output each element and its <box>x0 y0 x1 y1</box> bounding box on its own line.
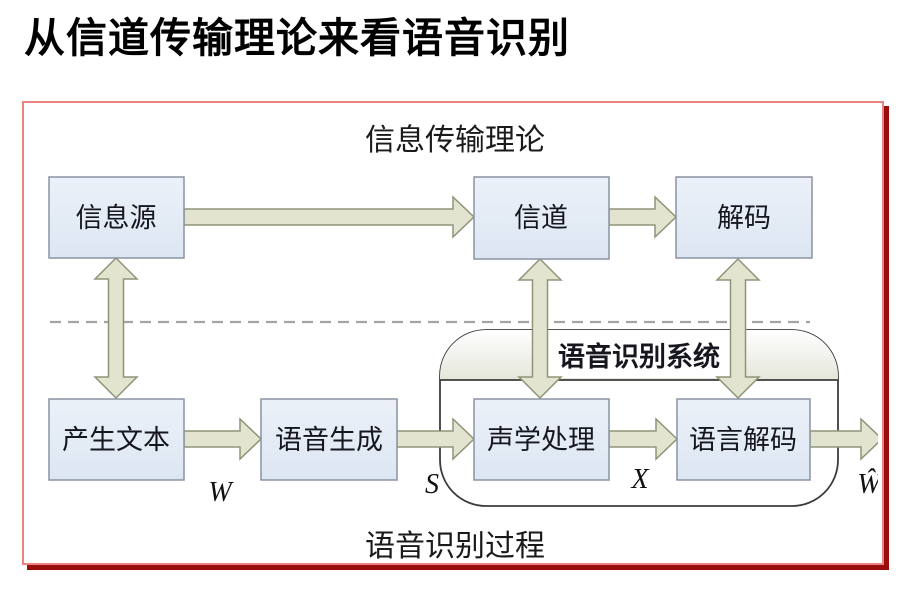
box-lang-decode: 语言解码 <box>676 398 811 481</box>
srs-label-background <box>548 332 730 378</box>
box-acoustic-label: 声学处理 <box>487 425 595 455</box>
box-gen-text: 产生文本 <box>48 398 185 481</box>
arrow-channel-to-decode <box>608 195 678 239</box>
arrow-decode-langdecode-vertical <box>715 257 761 400</box>
box-channel-label: 信道 <box>514 203 568 233</box>
signal-x-label: X <box>630 464 649 495</box>
box-decode: 解码 <box>675 176 813 259</box>
signal-w-label: W <box>208 477 234 508</box>
box-lang-decode-rect <box>676 398 811 481</box>
srs-label: 语音识别系统 <box>558 341 720 372</box>
arrow-source-to-channel <box>183 195 476 239</box>
box-decode-label: 解码 <box>717 203 771 233</box>
arrow-channel-acoustic-vertical <box>517 257 563 400</box>
box-info-source-rect <box>48 176 185 259</box>
arrow-acoustic-to-langdecode <box>608 417 679 461</box>
box-channel-rect <box>473 176 610 260</box>
signal-w-hat-label: Ŵ <box>857 469 878 500</box>
box-info-source: 信息源 <box>48 176 185 259</box>
arrow-source-gentext-vertical <box>93 256 139 400</box>
diagram-frame: 信息传输理论 语音识别系统 <box>22 101 884 565</box>
box-lang-decode-label: 语言解码 <box>689 425 797 455</box>
box-channel: 信道 <box>473 176 610 260</box>
box-speech-gen-rect <box>260 398 398 481</box>
box-gen-text-rect <box>48 398 185 481</box>
box-info-source-label: 信息源 <box>76 203 157 233</box>
top-section-label: 信息传输理论 <box>365 124 545 157</box>
box-speech-gen: 语音生成 <box>260 398 398 481</box>
page-title: 从信道传输理论来看语音识别 <box>24 15 570 61</box>
arrow-speechgen-to-acoustic <box>396 417 476 461</box>
arrow-text-to-speechgen <box>183 417 263 461</box>
box-speech-gen-label: 语音生成 <box>275 425 383 455</box>
arrow-langdecode-output <box>809 417 878 461</box>
bottom-section-label: 语音识别过程 <box>365 530 545 559</box>
box-acoustic: 声学处理 <box>473 398 610 481</box>
process-boxes: 信息源 信道 解码 产生文本 语音生成 声学处理 <box>48 176 813 481</box>
box-gen-text-label: 产生文本 <box>62 425 170 455</box>
box-acoustic-rect <box>473 398 610 481</box>
box-decode-rect <box>675 176 813 259</box>
signal-s-label: S <box>425 469 439 500</box>
arrows <box>93 195 878 461</box>
diagram-canvas: 信息传输理论 语音识别系统 <box>48 124 878 559</box>
